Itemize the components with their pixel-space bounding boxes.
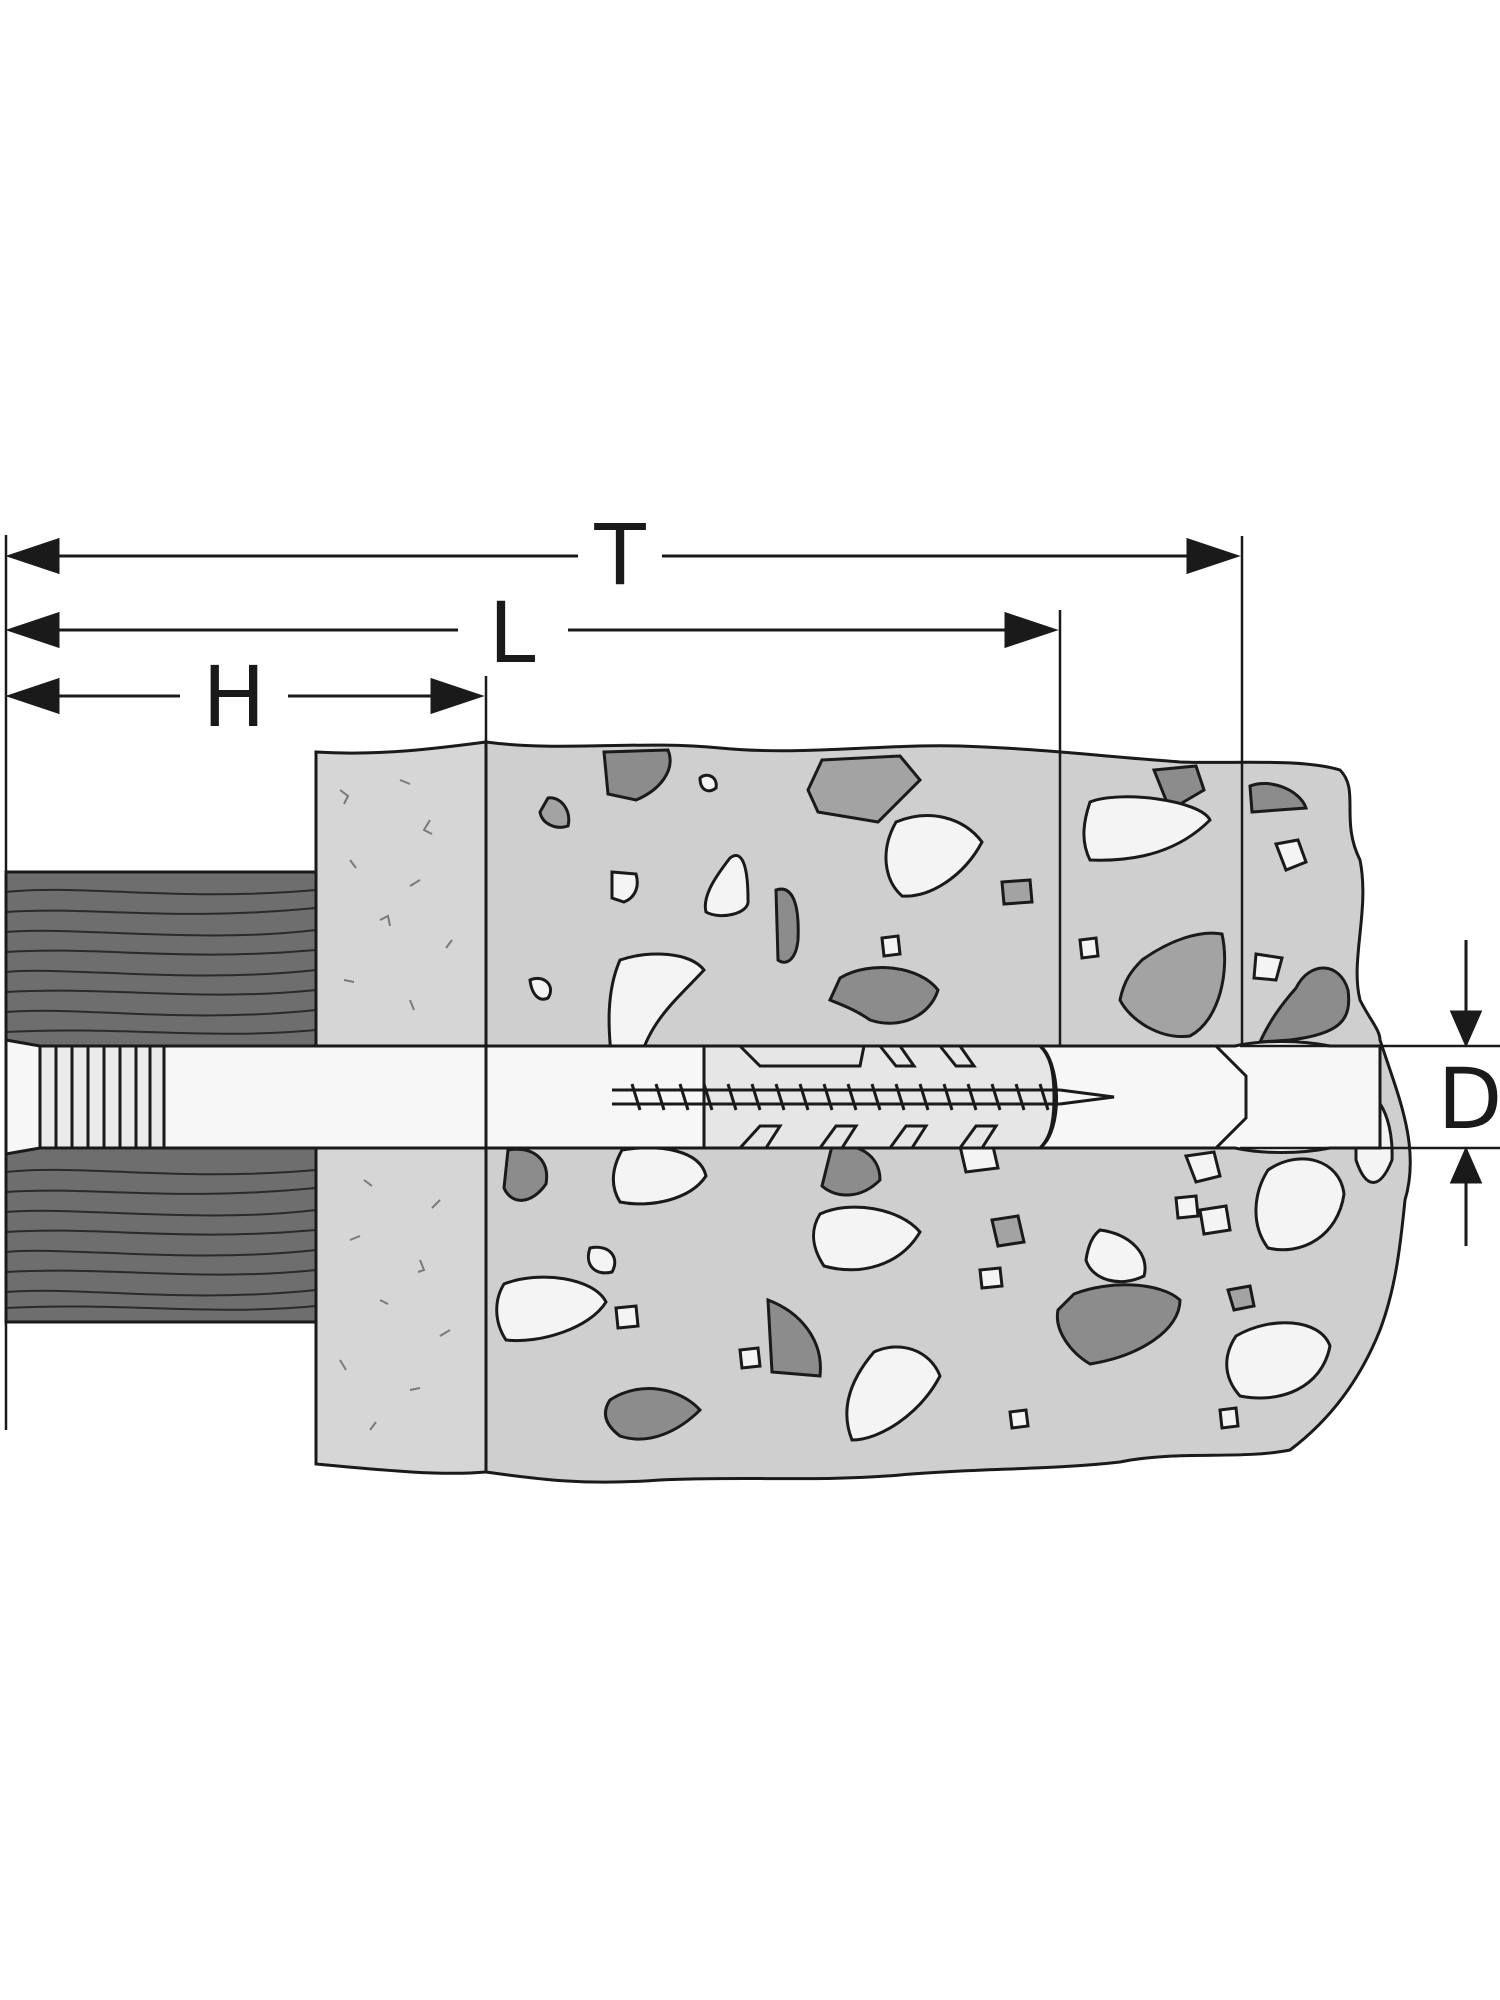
plaster-texture bbox=[339, 779, 453, 1431]
dowel-sleeve bbox=[702, 1044, 1058, 1150]
label-T: T bbox=[593, 506, 646, 604]
dimension-T bbox=[5, 537, 1241, 575]
extension-lines bbox=[4, 535, 1500, 1472]
label-H: H bbox=[202, 648, 265, 746]
hole-tip bbox=[1214, 1044, 1248, 1150]
label-D: D bbox=[1438, 1050, 1500, 1148]
screw-shaft bbox=[612, 1083, 1115, 1111]
wood-grain bbox=[5, 888, 317, 1311]
dowel-screw bbox=[38, 1044, 1248, 1150]
label-L: L bbox=[489, 584, 536, 682]
drilled-hole bbox=[4, 1038, 1382, 1156]
dowel-collar bbox=[38, 1044, 166, 1150]
concrete-aggregate bbox=[495, 748, 1394, 1442]
dimension-L bbox=[5, 611, 1059, 649]
dimension-D bbox=[1449, 940, 1483, 1246]
dimension-H bbox=[5, 677, 485, 715]
